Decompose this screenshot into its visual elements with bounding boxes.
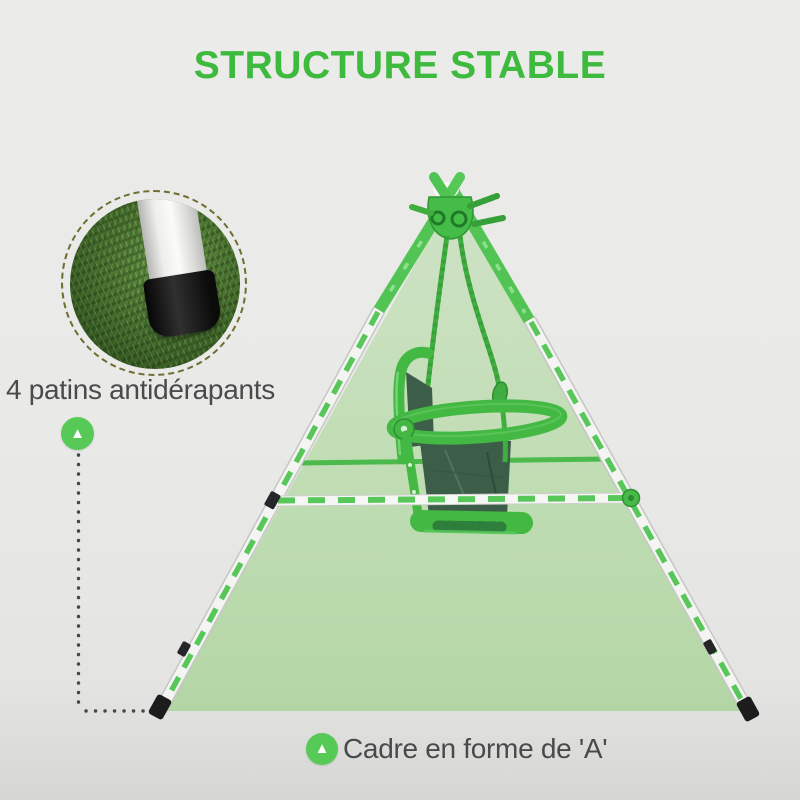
frame-callout: ▲ Cadre en forme de 'A' [306, 733, 608, 765]
pad-closeup-dashed-ring [61, 190, 247, 376]
front-crossbar [264, 488, 641, 510]
callout-dotted-lines [76, 453, 152, 713]
page-title: STRUCTURE STABLE [193, 44, 607, 87]
frame-leg-tube [132, 199, 223, 340]
triangle-up-icon: ▲ [70, 425, 85, 442]
left-leg [154, 183, 461, 716]
crossbar-clamp [264, 491, 281, 510]
anti-slip-feet [148, 639, 760, 722]
rope-tails [409, 193, 506, 227]
anti-slip-pad [142, 269, 223, 340]
apex-hanger [409, 172, 506, 240]
frame-marker-icon: ▲ [306, 733, 338, 765]
pads-callout-label: 4 patins antidérapants [6, 374, 275, 405]
pad-closeup-photo [70, 199, 240, 369]
seat-base-braid [432, 520, 507, 533]
pads-marker-icon: ▲ [61, 417, 94, 450]
triangle-up-icon: ▲ [314, 740, 330, 757]
frame-callout-label: Cadre en forme de 'A' [343, 733, 608, 764]
